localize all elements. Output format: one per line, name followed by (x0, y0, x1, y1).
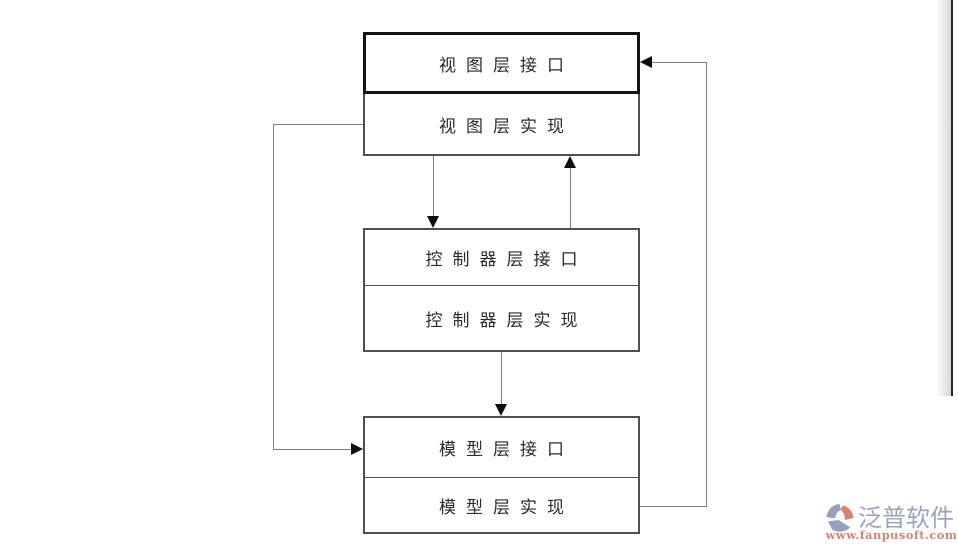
model-layer-box: 模型层接口 模型层实现 (363, 416, 640, 534)
watermark: 泛普软件 www.fanpusoft.com (825, 500, 958, 544)
connector-right-loop-bottom-segment (640, 506, 707, 507)
connector-view-to-controller-line (433, 156, 434, 218)
connector-left-loop-arrowhead (351, 443, 363, 455)
view-interface-cell: 视图层接口 (363, 32, 640, 94)
connector-left-loop-bottom-segment (273, 449, 352, 450)
connector-view-to-controller-arrowhead (427, 216, 439, 228)
connector-controller-to-model-arrowhead (495, 404, 507, 416)
page-edge-line (951, 0, 953, 396)
view-interface-label: 视图层接口 (439, 55, 574, 76)
fanpu-logo-icon (826, 503, 854, 532)
connector-right-loop-top-segment (652, 62, 707, 63)
controller-implementation-label: 控制器层实现 (425, 310, 588, 331)
watermark-brand: 泛普软件 (858, 504, 954, 532)
controller-layer-box: 控制器层接口 控制器层实现 (363, 228, 640, 352)
controller-interface-label: 控制器层接口 (425, 250, 588, 270)
model-implementation-cell: 模型层实现 (365, 477, 638, 532)
connector-controller-to-view-arrowhead (564, 156, 576, 168)
connector-right-loop-vertical-segment (706, 62, 707, 507)
connector-controller-to-view-line (570, 167, 571, 228)
watermark-url: www.fanpusoft.com (825, 528, 958, 542)
page-edge-shadow (936, 0, 951, 396)
connector-left-loop-vertical-segment (273, 124, 274, 449)
model-interface-label: 模型层接口 (439, 440, 574, 460)
connector-right-loop-arrowhead (640, 56, 652, 68)
controller-interface-cell: 控制器层接口 (365, 230, 638, 285)
controller-implementation-cell: 控制器层实现 (365, 285, 638, 350)
view-implementation-cell: 视图层实现 (363, 94, 640, 156)
view-layer-box: 视图层接口 视图层实现 (363, 32, 640, 156)
view-implementation-label: 视图层实现 (439, 116, 574, 137)
connector-left-loop-top-segment (273, 124, 363, 125)
connector-controller-to-model-line (501, 352, 502, 406)
model-implementation-label: 模型层实现 (439, 497, 574, 518)
model-interface-cell: 模型层接口 (365, 418, 638, 477)
